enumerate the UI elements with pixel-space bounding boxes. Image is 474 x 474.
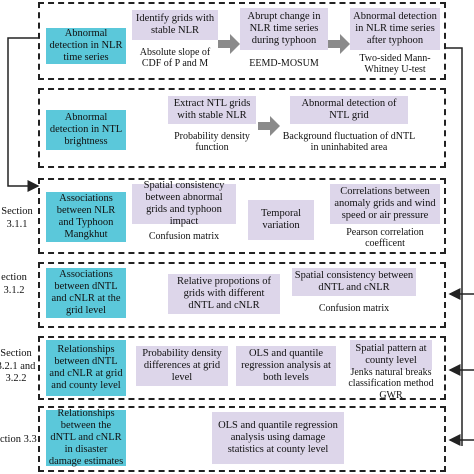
section-2-frame <box>38 88 446 168</box>
section-1-item-1: Identify grids with stable NLR <box>132 10 218 40</box>
section-3-item-2: Temporal variation <box>248 200 314 240</box>
section-2-item-2: Abnormal detection of NTL grid <box>290 96 408 124</box>
section-5-item-2: OLS and quantile regression analysis at … <box>236 346 336 386</box>
section-5-main-box: Relationships between dNTL and cNLR at g… <box>46 340 126 396</box>
section-6-item-1: OLS and quantile regression analysis usi… <box>212 412 344 464</box>
right-bracket-line <box>446 47 463 446</box>
section-6-frame <box>38 406 446 472</box>
section-2-item-2-method: Background fluctuation of dNTL in uninha… <box>282 130 416 154</box>
section-3-item-3-method: Pearson correlation coefficent <box>346 226 424 250</box>
section-6-label: ection 3.3 <box>0 434 37 445</box>
section-4-label: ection 3.1.2 <box>1 272 27 296</box>
section-3-frame <box>38 178 446 254</box>
section-1-item-2-method: EEMD-MOSUM <box>249 58 319 70</box>
section-1-item-1-method: Absolute slope of CDF of P and M <box>139 46 211 70</box>
section-2-item-1: Extract NTL grids with stable NLR <box>168 96 256 124</box>
section-3-item-1: Spatial consistency between abnormal gri… <box>132 180 236 227</box>
section-6-main-box: Relationships between the dNTL and cNLR … <box>46 408 126 467</box>
section-4-frame <box>38 262 446 328</box>
section-1-main-box: Abnormal detection in NLR time series <box>46 28 126 64</box>
flow-arrow-2 <box>328 34 350 54</box>
section-3-item-1-method: Confusion matrix <box>148 231 220 243</box>
section-5-item-3: Spatial pattern at county level <box>350 340 432 370</box>
section-4-item-2: Spatial consistency between dNTL and cNL… <box>292 268 416 296</box>
section-5-label: Section 3.2.1 and 3.2.2 <box>0 348 36 385</box>
section-3-label: Section 3.1.1 <box>1 206 33 230</box>
section-5-frame <box>38 336 446 400</box>
section-3-item-3: Correlations between anomaly grids and w… <box>330 184 440 224</box>
section-4-item-1: Relative propotions of grids with differ… <box>168 274 280 314</box>
left-connector-line <box>7 37 40 192</box>
section-1-item-3: Abnormal detection in NLR time series af… <box>350 8 440 50</box>
section-5-item-1: Probability density differences at grid … <box>136 346 228 386</box>
section-2-item-1-method: Probability density function <box>174 130 250 154</box>
section-3-main-box: Associations between NLR and Typhoon Man… <box>46 192 126 242</box>
section-1-item-2: Abrupt change in NLR time series during … <box>240 8 328 50</box>
section-5-item-3-method: Jenks natural breaks classification meth… <box>348 366 434 401</box>
flow-arrow-3 <box>258 116 280 136</box>
section-4-main-box: Associations between dNTL and cNLR at th… <box>46 268 126 318</box>
section-4-item-2-method: Confusion matrix <box>318 303 390 315</box>
section-1-frame <box>38 2 446 80</box>
section-1-item-3-method: Two-sided Mann-Whitney U-test <box>359 52 431 76</box>
section-2-main-box: Abnormal detection in NTL brightness <box>46 110 126 150</box>
flow-arrow-1 <box>218 34 240 54</box>
